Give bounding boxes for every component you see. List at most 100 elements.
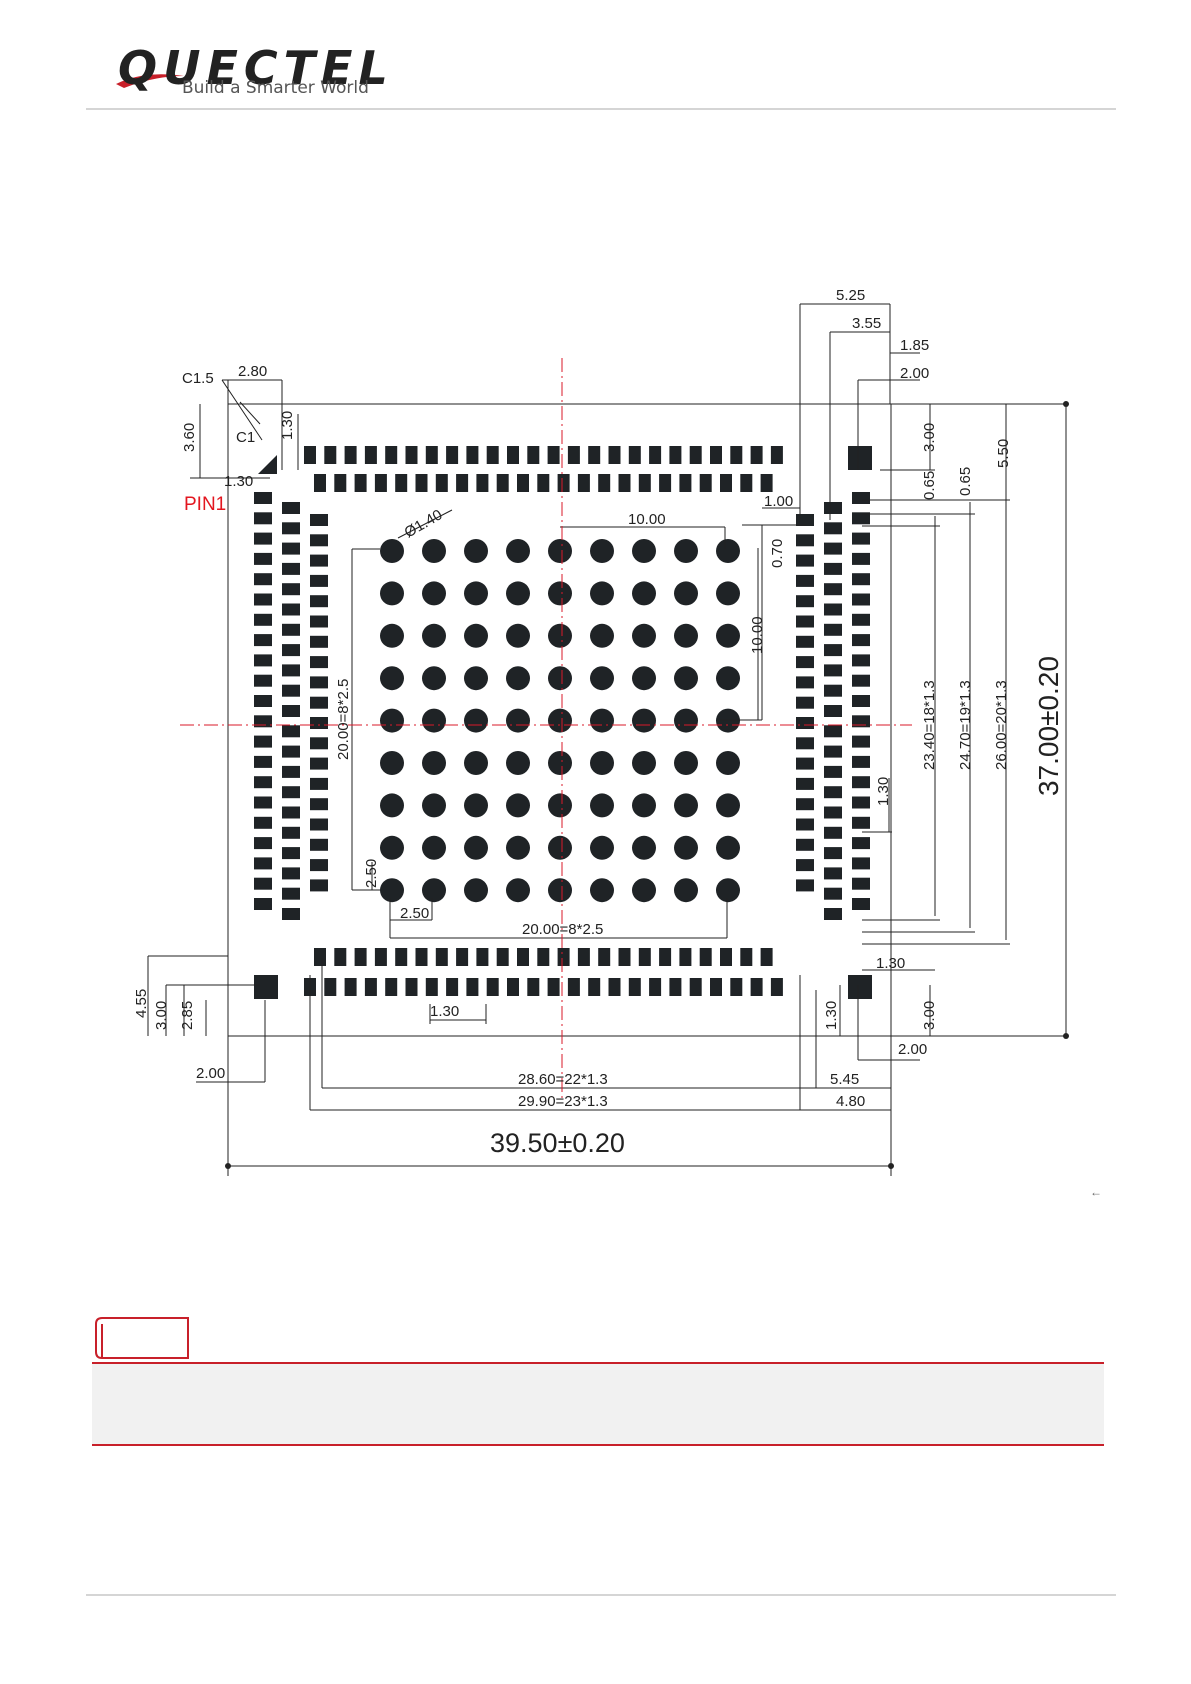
ball-pad bbox=[716, 878, 740, 903]
pad-left-middle bbox=[282, 623, 300, 636]
pad-bottom-inner bbox=[577, 948, 590, 966]
corner-pad-top-right bbox=[848, 446, 872, 470]
pad-bottom-inner bbox=[374, 948, 387, 966]
ball-pad bbox=[464, 835, 488, 860]
header-divider bbox=[86, 108, 1116, 110]
pad-right-inner bbox=[796, 656, 814, 669]
ball-pad bbox=[380, 581, 404, 606]
dim-ball-10-h: 10.00 bbox=[628, 511, 666, 528]
pad-left-outer bbox=[254, 776, 272, 789]
dimension-endpoints bbox=[225, 401, 1069, 1169]
pad-bottom-outer bbox=[324, 978, 337, 996]
pad-left-outer bbox=[254, 552, 272, 565]
pad-left-middle bbox=[282, 705, 300, 717]
ball-pad bbox=[464, 623, 488, 648]
dim-2470: 24.70=19*1.3 bbox=[957, 680, 974, 770]
pad-bottom-inner bbox=[517, 948, 529, 966]
pad-right-outer bbox=[852, 816, 870, 829]
dim-130-mid: 1.30 bbox=[875, 777, 892, 806]
ball-pad bbox=[422, 581, 446, 606]
ball-pad bbox=[674, 708, 698, 733]
pad-left-middle bbox=[282, 502, 300, 514]
pad-top-outer bbox=[649, 446, 662, 464]
pad-right-inner bbox=[796, 676, 814, 689]
ball-pad bbox=[422, 623, 446, 648]
pad-right-outer bbox=[852, 492, 870, 504]
pad-bottom-outer bbox=[385, 978, 398, 996]
dim-2990: 29.90=23*1.3 bbox=[518, 1093, 608, 1110]
dimension-lines bbox=[147, 303, 1067, 1176]
ball-pad bbox=[422, 793, 446, 818]
dim-100: 1.00 bbox=[764, 493, 793, 510]
ball-pad bbox=[716, 539, 740, 563]
pad-top-outer bbox=[405, 446, 418, 464]
ball-pad bbox=[548, 581, 572, 606]
ball-pad bbox=[674, 878, 698, 903]
pad-right-inner bbox=[796, 838, 814, 851]
pin1-chamfer-cut bbox=[258, 455, 277, 474]
ball-pad bbox=[464, 708, 488, 733]
pad-right-middle bbox=[824, 908, 842, 920]
dim-065-a: 0.65 bbox=[921, 471, 938, 500]
pad-left-inner bbox=[310, 676, 328, 689]
pad-left-middle bbox=[282, 847, 300, 860]
logo-tagline: Build a Smarter World bbox=[182, 78, 369, 98]
dim-070: 0.70 bbox=[769, 539, 786, 568]
ball-pad bbox=[716, 835, 740, 860]
arrow-left-icon: ← bbox=[1090, 1185, 1102, 1199]
ball-pad bbox=[674, 751, 698, 775]
pad-top-inner bbox=[598, 474, 611, 492]
pad-left-middle bbox=[282, 887, 300, 900]
pad-left-inner bbox=[310, 574, 328, 587]
dim-065-b: 0.65 bbox=[957, 467, 974, 496]
logo-swoosh-icon bbox=[116, 74, 184, 88]
pad-top-inner bbox=[740, 474, 753, 492]
pad-left-outer bbox=[254, 857, 272, 870]
dim-2340: 23.40=18*1.3 bbox=[921, 680, 938, 770]
pad-bottom-inner bbox=[415, 948, 428, 966]
footer-divider bbox=[86, 1594, 1116, 1596]
pad-right-middle bbox=[824, 826, 842, 839]
pad-left-middle bbox=[282, 745, 300, 758]
pad-top-inner bbox=[314, 474, 326, 492]
pad-left-outer bbox=[254, 573, 272, 586]
pad-left-outer bbox=[254, 532, 272, 545]
dim-545: 5.45 bbox=[830, 1071, 859, 1088]
ball-pad bbox=[464, 581, 488, 606]
pad-top-inner bbox=[415, 474, 428, 492]
dim-300-top: 3.00 bbox=[921, 423, 938, 452]
pad-bottom-outer bbox=[689, 978, 702, 996]
centerlines bbox=[180, 358, 912, 1098]
pad-left-inner bbox=[310, 798, 328, 811]
pad-right-outer bbox=[852, 573, 870, 586]
ball-pad bbox=[506, 835, 530, 860]
pad-right-middle bbox=[824, 684, 842, 697]
ball-pad bbox=[548, 708, 572, 733]
pad-left-middle bbox=[282, 867, 300, 880]
pad-top-inner bbox=[374, 474, 387, 492]
pad-right-middle bbox=[824, 644, 842, 657]
pad-right-inner bbox=[796, 514, 814, 526]
pad-right-middle bbox=[824, 502, 842, 514]
note-tab-icon bbox=[95, 1317, 189, 1359]
pad-left-outer bbox=[254, 492, 272, 504]
pad-bottom-outer bbox=[486, 978, 499, 996]
pad-top-outer bbox=[527, 446, 540, 464]
pad-right-inner bbox=[796, 818, 814, 831]
pad-bottom-outer bbox=[710, 978, 722, 996]
pad-bottom-inner bbox=[334, 948, 347, 966]
pad-left-middle bbox=[282, 542, 300, 555]
ball-pad bbox=[674, 835, 698, 860]
pad-bottom-outer bbox=[649, 978, 662, 996]
ball-pad bbox=[548, 666, 572, 691]
pad-bottom-inner bbox=[557, 948, 570, 966]
pad-top-inner bbox=[537, 474, 550, 492]
pad-left-outer bbox=[254, 816, 272, 829]
ball-pad bbox=[548, 751, 572, 775]
dim-200-bot: 2.00 bbox=[898, 1041, 927, 1058]
pad-top-inner bbox=[720, 474, 732, 492]
pad-right-outer bbox=[852, 857, 870, 870]
dim-left-360: 3.60 bbox=[181, 423, 198, 452]
pad-left-outer bbox=[254, 512, 272, 525]
pad-bottom-outer bbox=[730, 978, 743, 996]
